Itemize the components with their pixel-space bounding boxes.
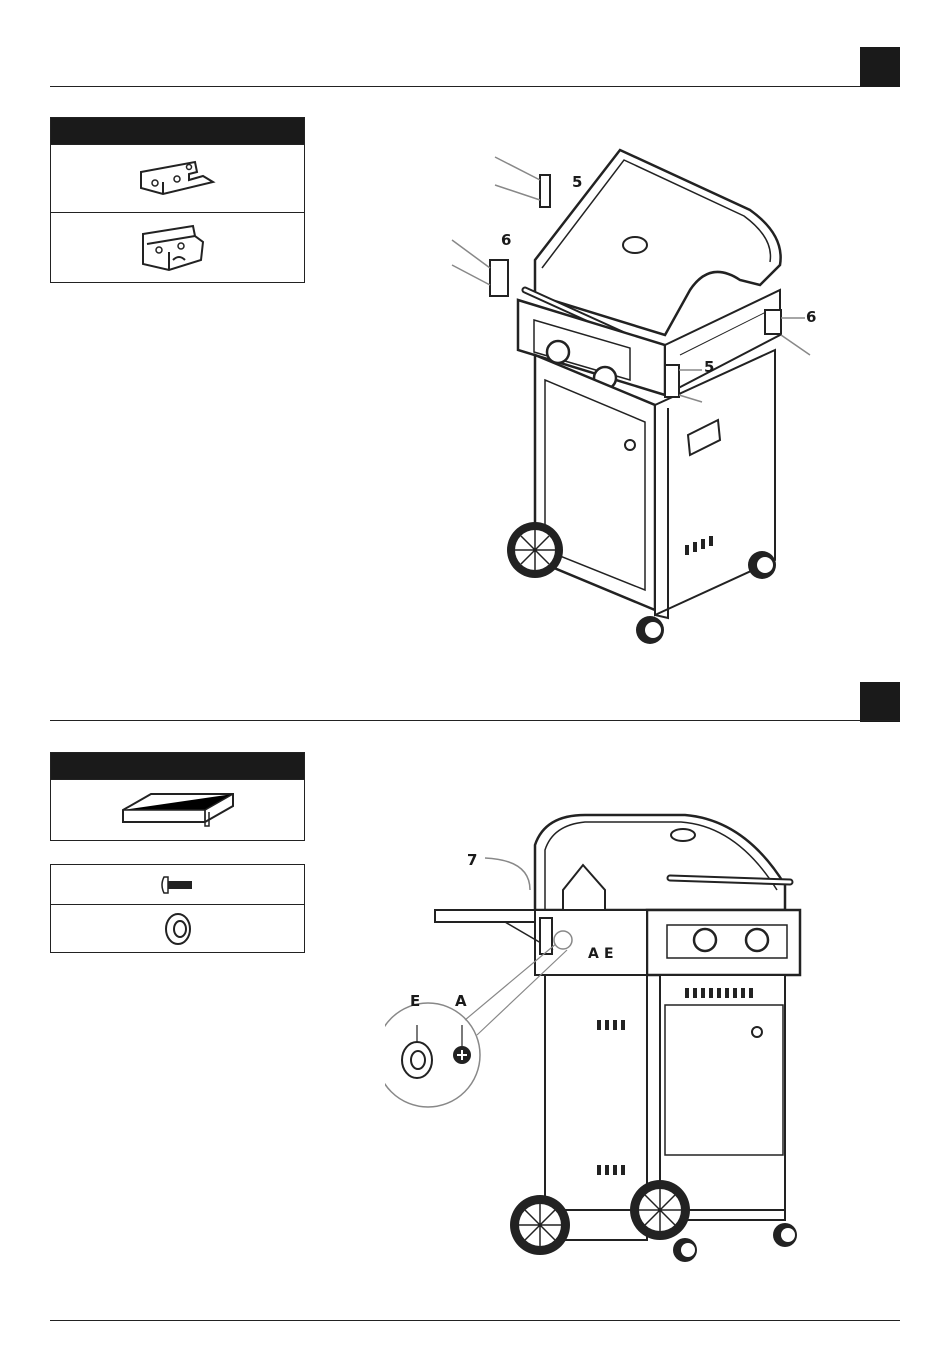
part-row-side-shelf bbox=[51, 779, 304, 840]
parts-table-step2 bbox=[50, 752, 305, 841]
grill-assembly-drawing-step1: 5 6 6 5 bbox=[440, 140, 840, 660]
bolt-icon bbox=[158, 873, 198, 897]
callout-6-right: 6 bbox=[806, 308, 816, 326]
parts-table-step1 bbox=[50, 117, 305, 283]
callout-5-lower: 5 bbox=[704, 358, 714, 376]
hinge-bracket-icon bbox=[133, 154, 223, 204]
callout-shelf-7: 7 bbox=[467, 851, 477, 869]
footer-divider bbox=[50, 1320, 900, 1321]
parts-table-header bbox=[51, 118, 304, 144]
hardware-table-step2 bbox=[50, 864, 305, 953]
washer-icon bbox=[160, 909, 196, 949]
section-divider-2 bbox=[50, 720, 900, 721]
grill-assembly-drawing-step2: 7 E A A E bbox=[385, 810, 815, 1280]
part-row-hinge-bracket bbox=[51, 144, 304, 212]
part-row-hinge-bracket-alt bbox=[51, 212, 304, 282]
callout-5-top: 5 bbox=[572, 173, 582, 191]
hardware-row-washer bbox=[51, 904, 304, 952]
hardware-row-bolt bbox=[51, 865, 304, 904]
callout-6-left: 6 bbox=[501, 231, 511, 249]
step-number-box-2 bbox=[860, 682, 900, 722]
parts-table-header bbox=[51, 753, 304, 779]
step-number-box-1 bbox=[860, 47, 900, 87]
section-divider-1 bbox=[50, 86, 860, 87]
callout-zoom-E: E bbox=[410, 992, 420, 1010]
side-shelf-icon bbox=[113, 786, 243, 834]
callout-zoom-A: A bbox=[455, 992, 467, 1010]
callout-panel-A: A bbox=[588, 946, 599, 962]
hinge-bracket-alt-icon bbox=[133, 220, 223, 276]
callout-panel-E: E bbox=[604, 946, 614, 962]
